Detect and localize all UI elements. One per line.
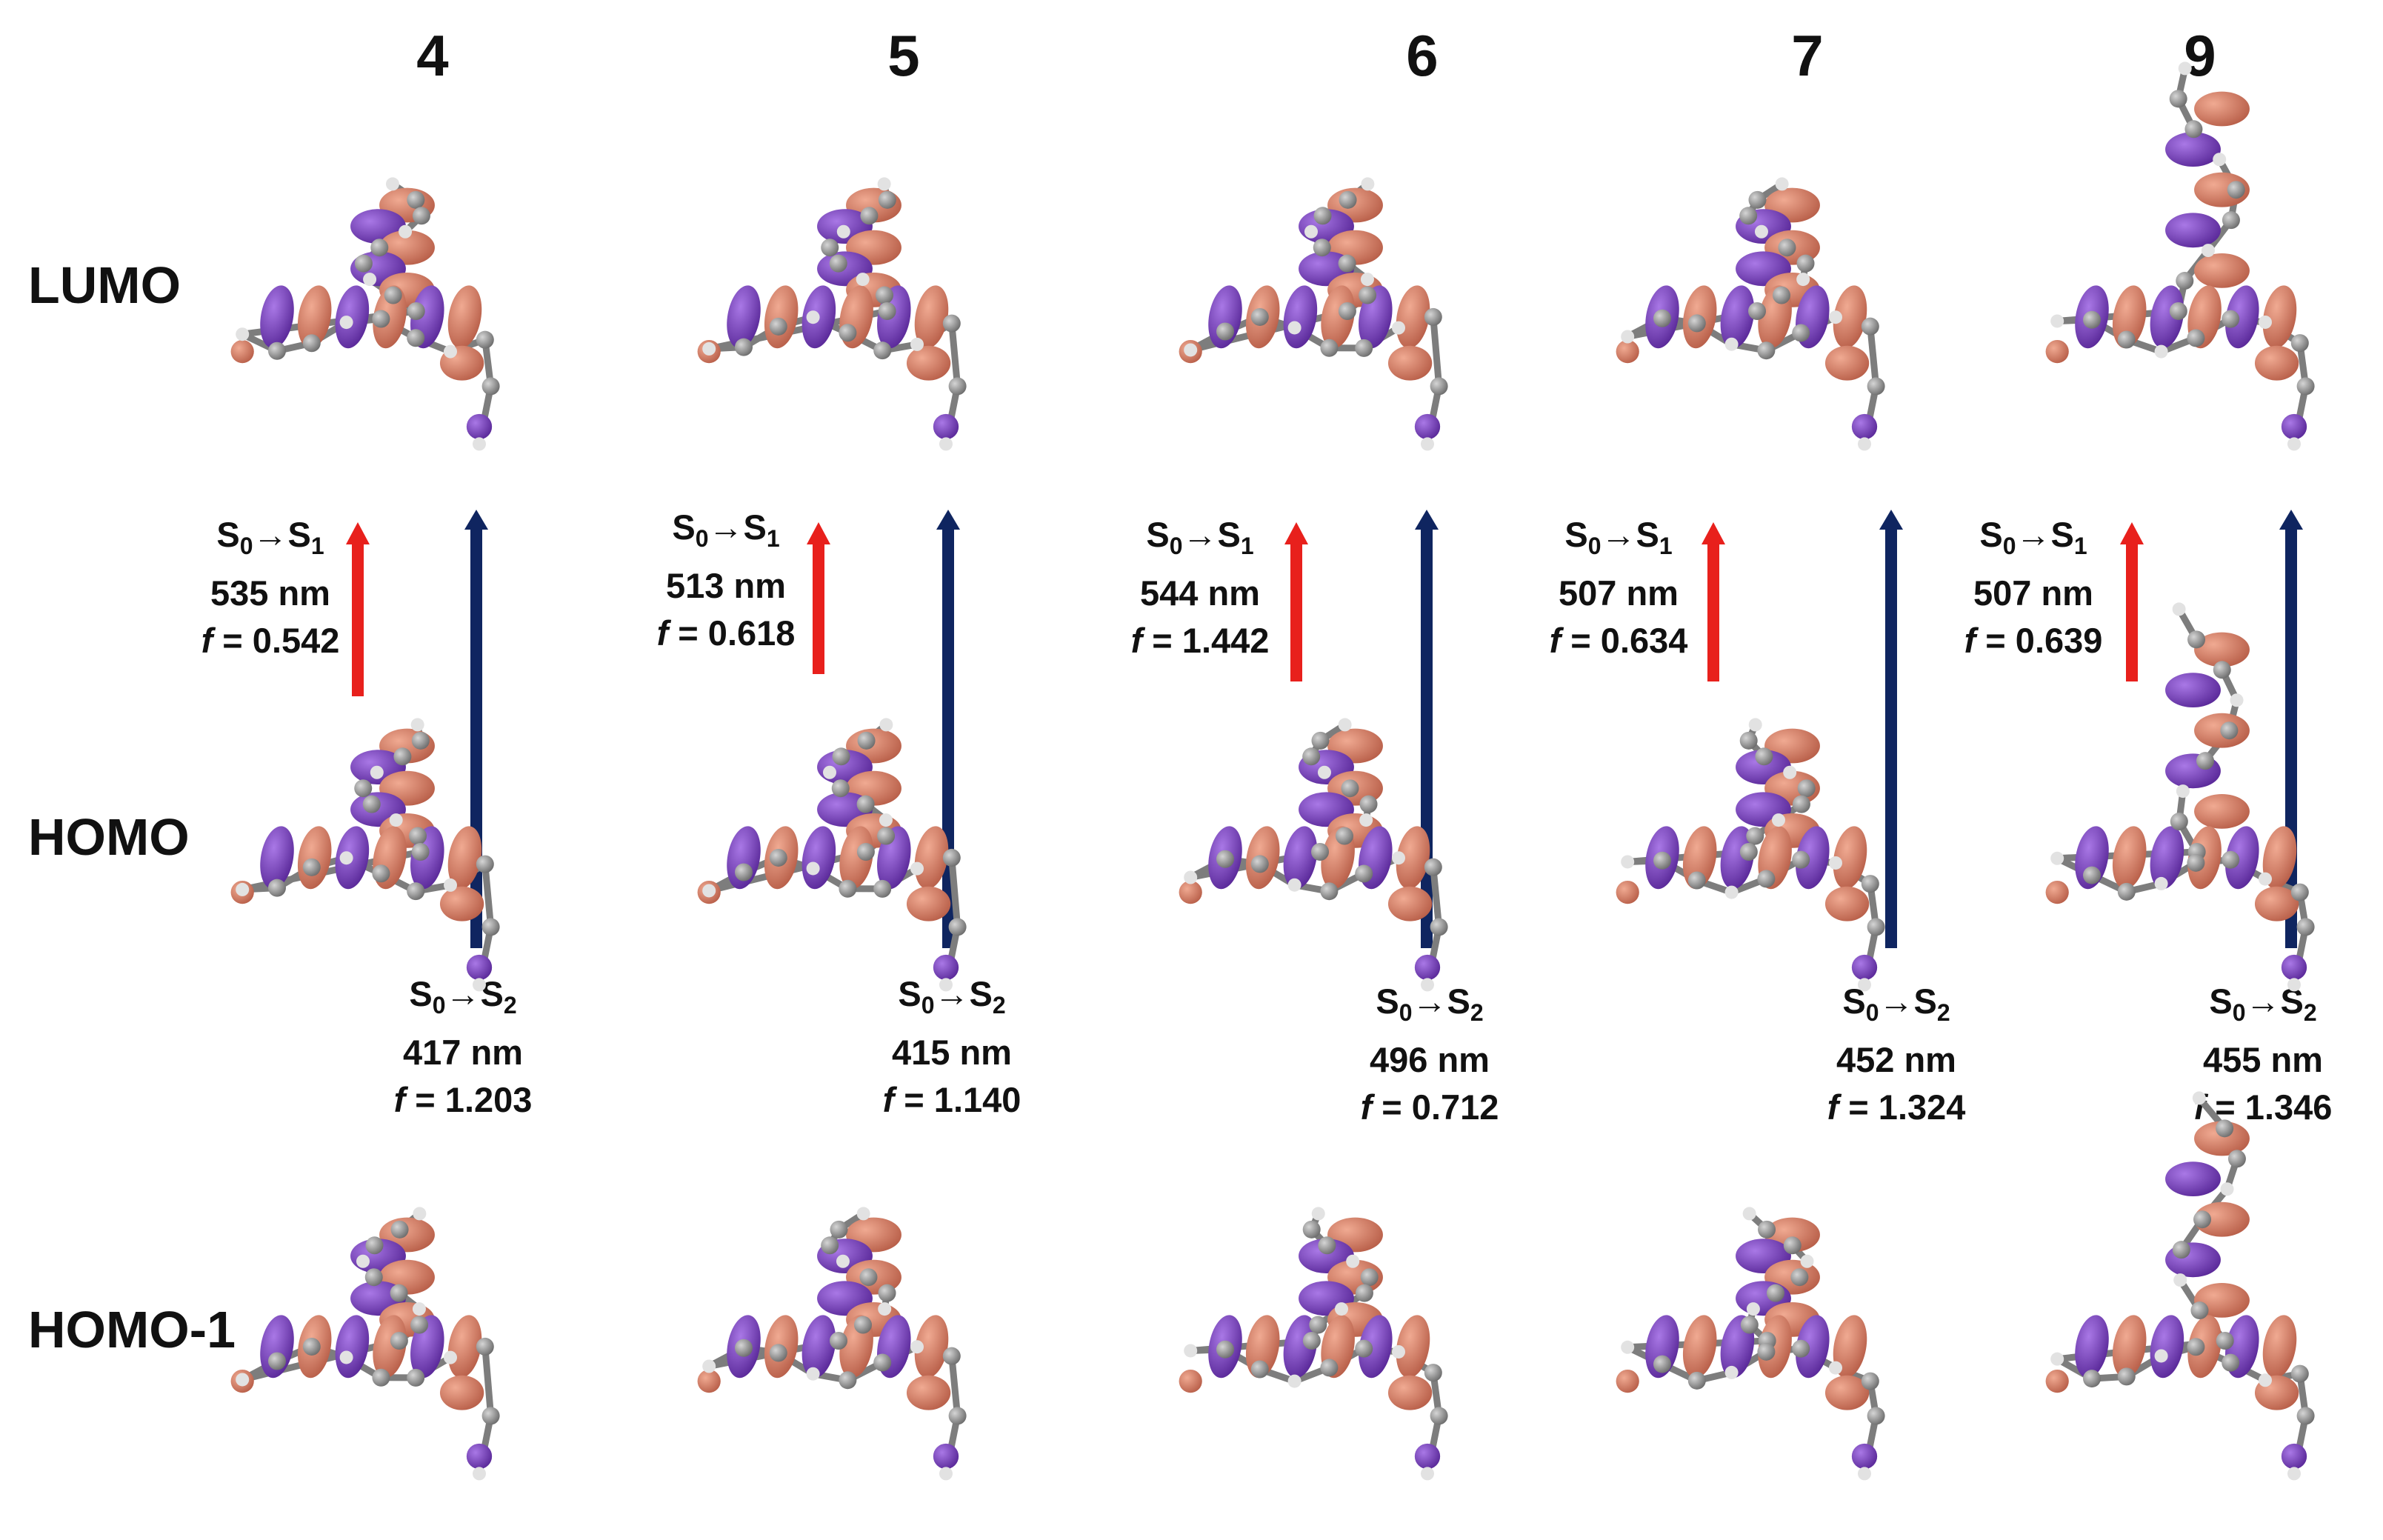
- transition-s1-7: S0→S1 507 nm f = 0.634: [1507, 511, 1730, 664]
- osc-strength: = 0.618: [678, 613, 796, 653]
- wavelength: 513 nm: [666, 566, 786, 605]
- row-label-homo-1: HOMO-1: [28, 1301, 236, 1359]
- molecule-homo-5: [697, 718, 967, 992]
- molecule-homo-9: [2045, 602, 2315, 992]
- row-label-lumo: LUMO: [28, 256, 181, 314]
- molecule-homo-4: [230, 718, 500, 992]
- compound-label-5: 5: [887, 23, 920, 88]
- transition-s1-5: S0→S1 513 nm f = 0.618: [615, 504, 837, 657]
- transition-s2-5: S0→S2 415 nm f = 1.140: [841, 970, 1063, 1124]
- red-up-arrow-icon: [807, 522, 830, 674]
- wavelength: 452 nm: [1836, 1040, 1956, 1079]
- osc-strength: = 0.639: [1985, 621, 2103, 660]
- molecule-homo-1-4: [230, 1207, 500, 1481]
- molecule-lumo-7: [1616, 177, 1885, 451]
- molecule-homo-1-6: [1179, 1207, 1448, 1481]
- wavelength: 496 nm: [1370, 1040, 1490, 1079]
- wavelength: 544 nm: [1140, 573, 1260, 613]
- compound-label-7: 7: [1791, 23, 1824, 88]
- transition-s2-6: S0→S2 496 nm f = 0.712: [1319, 978, 1541, 1131]
- wavelength: 455 nm: [2203, 1040, 2323, 1079]
- red-up-arrow-icon: [1702, 522, 1725, 681]
- osc-strength: = 1.203: [415, 1080, 533, 1119]
- osc-strength: = 1.346: [2215, 1087, 2333, 1127]
- wavelength: 417 nm: [403, 1033, 523, 1072]
- transition-s2-7: S0→S2 452 nm f = 1.324: [1785, 978, 2007, 1131]
- transition-s2-4: S0→S2 417 nm f = 1.203: [352, 970, 574, 1124]
- transition-s1-9: S0→S1 507 nm f = 0.639: [1922, 511, 2144, 664]
- wavelength: 535 nm: [210, 573, 330, 613]
- osc-strength: = 1.442: [1152, 621, 1270, 660]
- molecule-homo-7: [1616, 718, 1885, 992]
- molecule-homo-6: [1179, 718, 1448, 992]
- red-up-arrow-icon: [1284, 522, 1308, 681]
- molecule-homo-1-7: [1616, 1207, 1885, 1481]
- osc-strength: = 1.140: [904, 1080, 1021, 1119]
- compound-label-4: 4: [416, 23, 449, 88]
- molecule-lumo-5: [697, 177, 967, 451]
- molecule-homo-1-5: [697, 1207, 967, 1481]
- wavelength: 415 nm: [892, 1033, 1012, 1072]
- transition-s1-4: S0→S1 535 nm f = 0.542: [159, 511, 381, 664]
- molecule-homo-1-9: [2045, 1091, 2315, 1481]
- wavelength: 507 nm: [1559, 573, 1679, 613]
- navy-up-arrow-icon: [1879, 510, 1903, 948]
- osc-strength: = 0.634: [1570, 621, 1688, 660]
- red-up-arrow-icon: [2120, 522, 2144, 681]
- osc-strength: = 1.324: [1848, 1087, 1966, 1127]
- molecule-lumo-6: [1179, 177, 1448, 451]
- red-up-arrow-icon: [346, 522, 370, 696]
- wavelength: 507 nm: [1973, 573, 2093, 613]
- compound-label-6: 6: [1406, 23, 1439, 88]
- molecule-lumo-9: [2045, 61, 2315, 451]
- compound-label-9: 9: [2184, 23, 2216, 88]
- molecule-lumo-4: [230, 177, 500, 451]
- osc-strength: = 0.712: [1382, 1087, 1499, 1127]
- row-label-homo: HOMO: [28, 808, 190, 866]
- osc-strength: = 0.542: [222, 621, 340, 660]
- transition-s1-6: S0→S1 544 nm f = 1.442: [1089, 511, 1311, 664]
